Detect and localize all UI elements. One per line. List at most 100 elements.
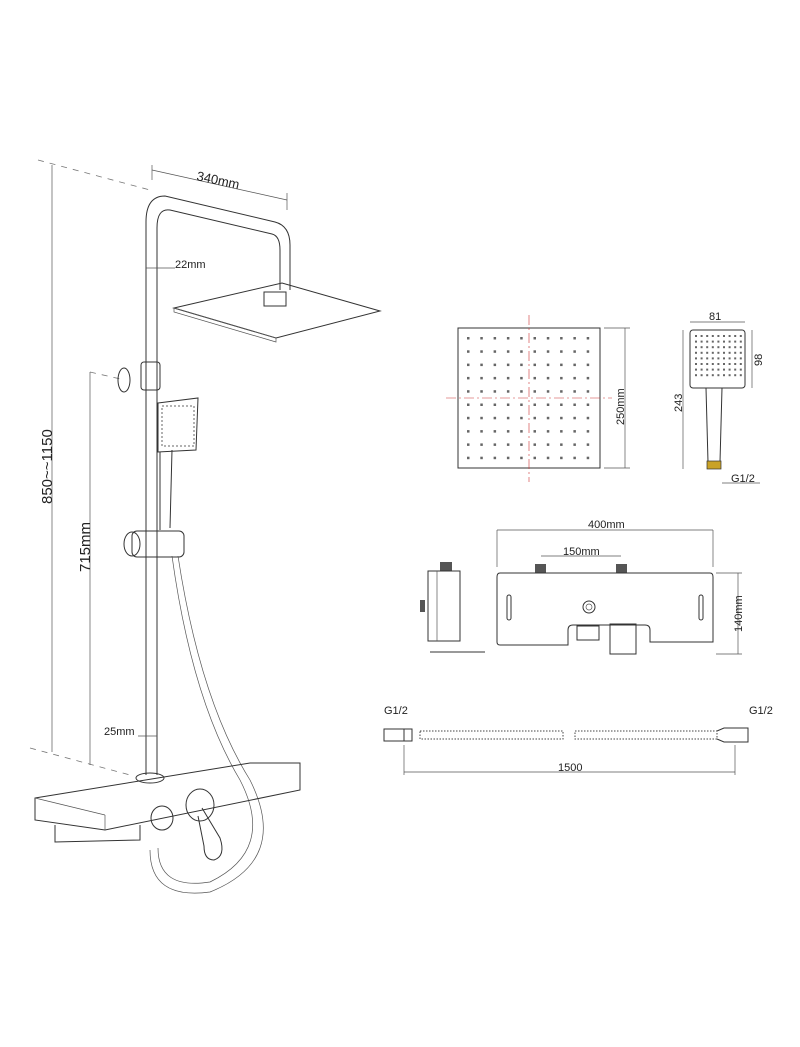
valve-front-view: 400mm 150mm 140mm	[496, 519, 745, 655]
valve-side-view	[420, 562, 485, 653]
nozzle-dot	[717, 374, 720, 377]
nozzle-dot	[723, 340, 725, 343]
nozzle-dot	[480, 350, 483, 353]
nozzle-dot	[493, 430, 497, 433]
nozzle-dot	[546, 443, 550, 446]
nozzle-dot	[734, 374, 737, 377]
nozzle-dot	[706, 357, 709, 360]
nozzle-dot	[739, 357, 742, 360]
nozzle-dot	[533, 403, 536, 406]
nozzle-dot	[560, 337, 563, 340]
nozzle-dot	[493, 350, 497, 353]
nozzle-dot	[586, 363, 590, 367]
hand-length-label: 243	[673, 394, 685, 412]
valve-width-label: 400mm	[588, 519, 625, 531]
nozzle-dot	[573, 390, 576, 393]
nozzle-dot	[723, 357, 725, 360]
nozzle-dot	[739, 335, 742, 337]
nozzle-dot	[506, 403, 510, 406]
nozzle-dot	[695, 368, 697, 371]
nozzle-dot	[695, 363, 697, 365]
nozzle-dot	[573, 443, 576, 446]
nozzle-dot	[560, 376, 563, 380]
nozzle-dot	[546, 416, 550, 420]
nozzle-dot	[493, 376, 497, 380]
nozzle-dot	[728, 357, 731, 360]
nozzle-dot	[728, 335, 731, 337]
nozzle-dot	[695, 335, 697, 337]
nozzle-dot	[467, 403, 470, 406]
nozzle-dot	[480, 416, 483, 420]
nozzle-dot	[506, 430, 510, 433]
nozzle-dot	[520, 403, 523, 406]
nozzle-dot	[706, 340, 709, 343]
nozzle-dot	[467, 363, 470, 367]
nozzle-dot	[728, 363, 731, 365]
nozzle-dot	[723, 351, 725, 354]
nozzle-dot	[520, 416, 523, 420]
nozzle-dot	[480, 337, 483, 340]
nozzle-dot	[734, 357, 737, 360]
nozzle-dot	[520, 363, 523, 367]
hand-width-label: 81	[709, 311, 721, 323]
nozzle-dot	[706, 374, 709, 377]
nozzle-dot	[467, 337, 470, 340]
nozzle-dot	[573, 430, 576, 433]
nozzle-dot	[573, 363, 576, 367]
nozzle-dot	[711, 368, 714, 371]
nozzle-dot	[695, 374, 697, 377]
nozzle-dot	[739, 363, 742, 365]
nozzle-dot	[533, 363, 536, 367]
nozzle-dot	[520, 350, 523, 353]
mixer-handle-base	[185, 788, 215, 822]
nozzle-dot	[546, 403, 550, 406]
valve-inlet-spacing-label: 150mm	[563, 546, 600, 558]
nozzle-dot	[520, 376, 523, 380]
shower-hose	[149, 555, 264, 894]
nozzle-dot	[506, 390, 510, 393]
nozzle-dot	[480, 430, 483, 433]
nozzle-dot	[560, 390, 563, 393]
nozzle-dot	[560, 416, 563, 420]
hose-left-thread-label: G1/2	[384, 705, 408, 717]
nozzle-dot	[739, 351, 742, 354]
nozzle-dot	[506, 416, 510, 420]
rail-bottom-diameter-label: 25mm	[104, 726, 135, 738]
nozzle-dot	[586, 376, 590, 380]
nozzle-dot	[560, 403, 563, 406]
nozzle-dot	[739, 346, 742, 349]
nozzle-dot	[573, 416, 576, 420]
nozzle-dot	[520, 430, 523, 433]
nozzle-dot	[717, 357, 720, 360]
nozzle-dot	[560, 456, 563, 460]
nozzle-dot	[706, 351, 709, 354]
hand-shower	[157, 397, 199, 453]
nozzle-dot	[560, 430, 563, 433]
nozzle-dot	[520, 443, 523, 446]
nozzle-dot	[573, 376, 576, 380]
nozzle-dot	[734, 335, 737, 337]
nozzle-dot	[573, 337, 576, 340]
total-height-label: 850~~1150	[39, 429, 56, 504]
nozzle-dot	[493, 443, 497, 446]
nozzle-dot	[700, 340, 703, 343]
nozzle-dot	[573, 350, 576, 353]
shower-hose-drawing: G1/2 G1/2 1500	[383, 705, 773, 775]
nozzle-dot	[506, 443, 510, 446]
nozzle-dot	[573, 403, 576, 406]
nozzle-dot	[728, 374, 731, 377]
nozzle-dot	[533, 456, 536, 460]
nozzle-dot	[586, 456, 590, 460]
nozzle-dot	[734, 368, 737, 371]
nozzle-dot	[467, 376, 470, 380]
nozzle-dot	[467, 443, 470, 446]
hand-thread-label: G1/2	[731, 473, 755, 485]
nozzle-dot	[728, 368, 731, 371]
nozzle-dot	[711, 357, 714, 360]
nozzle-dot	[533, 443, 536, 446]
nozzle-dot	[734, 351, 737, 354]
nozzle-dot	[546, 430, 550, 433]
nozzle-dot	[739, 340, 742, 343]
arm-length-dimension-line	[151, 169, 288, 201]
nozzle-dot	[734, 340, 737, 343]
